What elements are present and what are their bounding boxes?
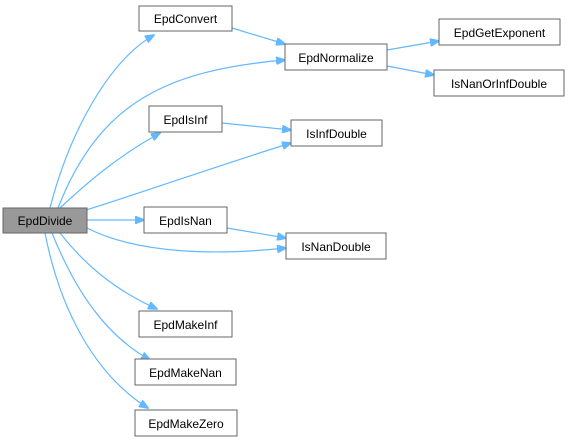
node-epddivide[interactable]: EpdDivide xyxy=(2,207,88,234)
node-isnandouble-label: IsNanDouble xyxy=(301,240,371,254)
node-isnanorinfdouble-label: IsNanOrInfDouble xyxy=(451,77,547,91)
edge-epddivide-epdmakenan xyxy=(51,232,150,360)
edge-epdconvert-epdnormalize xyxy=(231,27,285,44)
node-epdisinf-box xyxy=(148,105,223,133)
node-epdisinf-label: EpdIsInf xyxy=(163,113,208,127)
node-isnanorinfdouble[interactable]: IsNanOrInfDouble xyxy=(433,69,565,97)
node-epdgetexponent-label: EpdGetExponent xyxy=(454,26,546,40)
node-epdmakezero-label: EpdMakeZero xyxy=(148,417,224,431)
edge-epddivide-epdnormalize xyxy=(57,60,285,209)
node-epdmakenan-label: EpdMakeNan xyxy=(149,366,222,380)
node-epdmakeinf-box xyxy=(138,310,233,338)
node-epdisnan-box xyxy=(143,206,228,234)
node-epdisnan[interactable]: EpdIsNan xyxy=(143,206,228,234)
node-epdmakezero[interactable]: EpdMakeZero xyxy=(134,409,238,437)
node-epdconvert-label: EpdConvert xyxy=(154,12,218,26)
node-epdmakeinf-label: EpdMakeInf xyxy=(153,318,218,332)
node-epdmakezero-box xyxy=(134,409,238,437)
node-epdgetexponent[interactable]: EpdGetExponent xyxy=(438,18,561,46)
node-epddivide-box xyxy=(2,207,88,234)
edge-epddivide-epdisinf xyxy=(59,133,160,209)
node-isinfdouble-label: IsInfDouble xyxy=(306,127,367,141)
node-epdconvert[interactable]: EpdConvert xyxy=(138,5,233,32)
edge-epdnormalize-isnanorinfdouble xyxy=(386,65,434,75)
node-epdgetexponent-box xyxy=(438,18,561,46)
edges xyxy=(44,27,439,408)
node-epdmakenan[interactable]: EpdMakeNan xyxy=(134,358,237,386)
node-isnanorinfdouble-box xyxy=(433,69,565,97)
node-epdconvert-box xyxy=(138,5,233,32)
node-epdmakenan-box xyxy=(134,358,237,386)
node-isinfdouble-box xyxy=(290,119,383,147)
node-epdmakeinf[interactable]: EpdMakeInf xyxy=(138,310,233,338)
node-epdnormalize[interactable]: EpdNormalize xyxy=(284,43,388,71)
edge-epddivide-isinfdouble xyxy=(85,143,291,211)
node-epdnormalize-box xyxy=(284,43,388,71)
node-isinfdouble[interactable]: IsInfDouble xyxy=(290,119,383,147)
edge-epdnormalize-epdgetexponent xyxy=(386,41,439,51)
node-epdisinf[interactable]: EpdIsInf xyxy=(148,105,223,133)
edge-epdisinf-isinfdouble xyxy=(221,122,291,130)
edge-epddivide-isnandouble xyxy=(86,227,286,252)
edge-epddivide-epdmakezero xyxy=(44,232,148,408)
node-epdnormalize-label: EpdNormalize xyxy=(298,51,374,65)
edge-epddivide-epdconvert xyxy=(49,35,154,209)
node-isnandouble[interactable]: IsNanDouble xyxy=(285,232,387,260)
node-isnandouble-box xyxy=(285,232,387,260)
edge-epdisnan-isnandouble xyxy=(226,227,286,238)
node-epdisnan-label: EpdIsNan xyxy=(159,214,212,228)
edge-epddivide-epdmakeinf xyxy=(59,232,157,309)
node-epddivide-label: EpdDivide xyxy=(18,214,73,228)
